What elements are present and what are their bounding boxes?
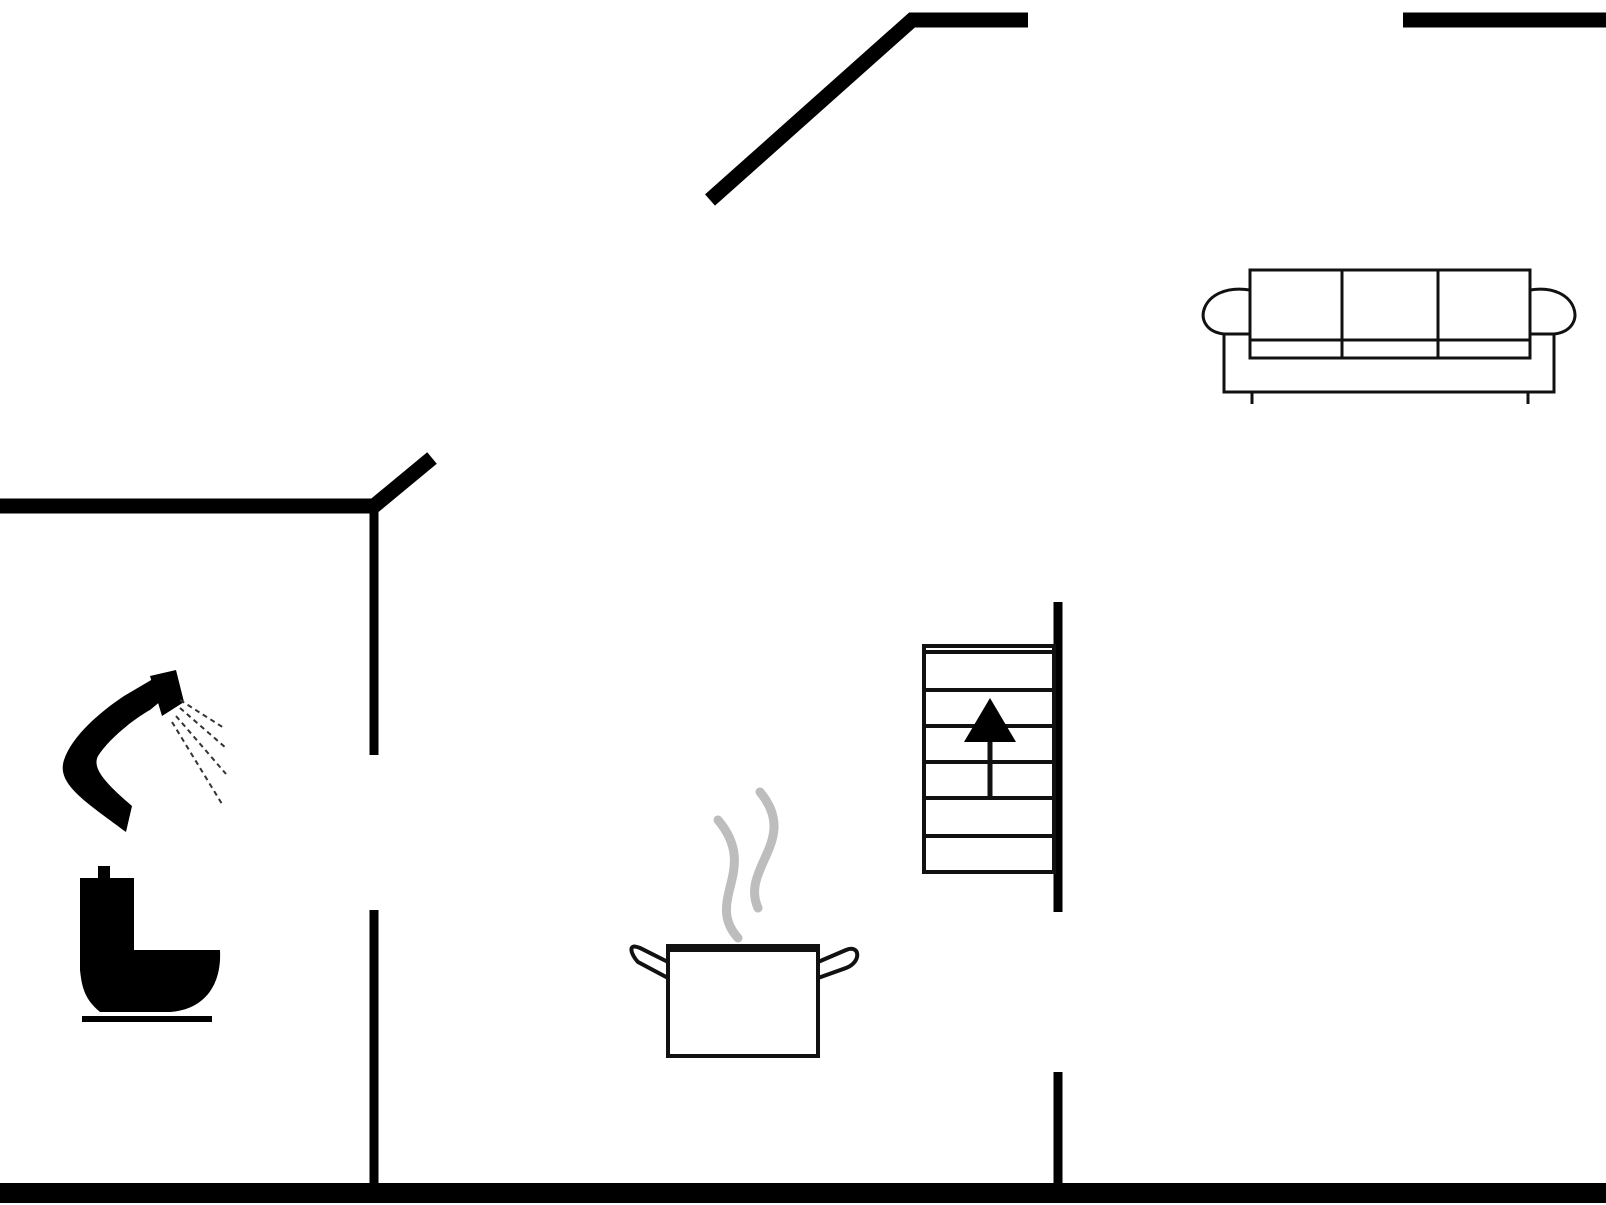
wall-top-diagonal	[705, 12, 1028, 206]
steam-icon	[713, 815, 743, 943]
walls	[0, 12, 1606, 1203]
wall-bathroom-top	[0, 452, 437, 514]
cooking-pot-icon	[629, 787, 860, 1058]
toilet-icon	[80, 866, 221, 1022]
shower-icon	[62, 670, 227, 832]
staircase-up-icon	[922, 644, 1056, 874]
sofa-icon	[1201, 268, 1577, 404]
